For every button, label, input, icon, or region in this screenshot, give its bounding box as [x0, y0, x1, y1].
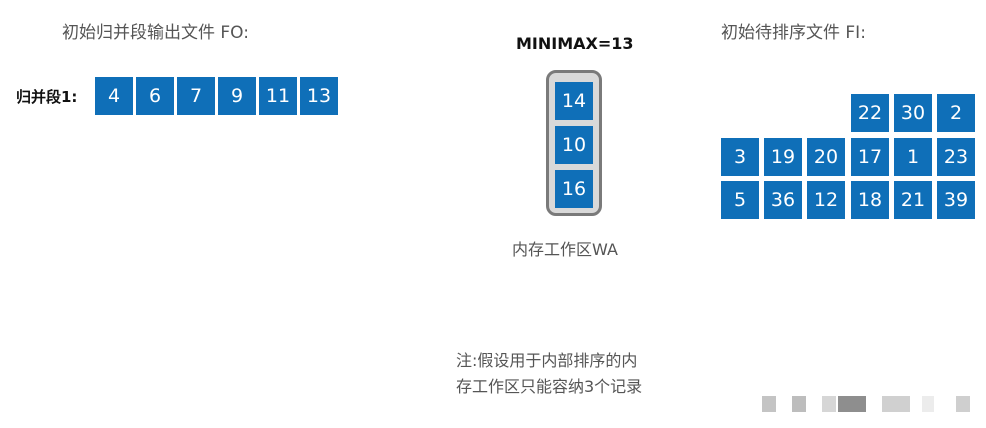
- watermark-block: [792, 396, 806, 412]
- fo-record: 11: [259, 77, 297, 115]
- watermark-block: [822, 396, 836, 412]
- note: 注:假设用于内部排序的内 存工作区只能容纳3个记录: [456, 348, 642, 400]
- fi-record: 5: [721, 181, 759, 219]
- fi-record: 20: [807, 138, 845, 176]
- fo-record: 4: [95, 77, 133, 115]
- watermark-block: [838, 396, 866, 412]
- watermark-block: [882, 396, 910, 412]
- wa-record: 16: [555, 170, 593, 208]
- fo-record: 7: [177, 77, 215, 115]
- watermark-block: [922, 396, 934, 412]
- fo-record: 9: [218, 77, 256, 115]
- watermark-block: [956, 396, 970, 412]
- fi-record: 39: [937, 181, 975, 219]
- fi-title: 初始待排序文件 FI:: [721, 23, 866, 43]
- segment-label: 归并段1:: [16, 88, 78, 106]
- workarea-caption: 内存工作区WA: [512, 240, 618, 259]
- fi-record: 18: [851, 181, 889, 219]
- note-line-2: 存工作区只能容纳3个记录: [456, 377, 643, 396]
- fi-record: 12: [807, 181, 845, 219]
- watermark-block: [762, 396, 776, 412]
- wa-record: 14: [555, 82, 593, 120]
- fi-record: 3: [721, 138, 759, 176]
- fi-record: 22: [851, 94, 889, 132]
- fi-record: 1: [894, 138, 932, 176]
- note-line-1: 注:假设用于内部排序的内: [456, 351, 638, 370]
- fi-record: 30: [894, 94, 932, 132]
- fi-record: 36: [764, 181, 802, 219]
- wa-record: 10: [555, 126, 593, 164]
- fo-record: 13: [300, 77, 338, 115]
- fi-record: 17: [851, 138, 889, 176]
- fo-record: 6: [136, 77, 174, 115]
- fi-record: 23: [937, 138, 975, 176]
- fi-record: 19: [764, 138, 802, 176]
- minimax-label: MINIMAX=13: [516, 34, 634, 53]
- fi-record: 2: [937, 94, 975, 132]
- fi-record: 21: [894, 181, 932, 219]
- fo-title: 初始归并段输出文件 FO:: [62, 23, 249, 43]
